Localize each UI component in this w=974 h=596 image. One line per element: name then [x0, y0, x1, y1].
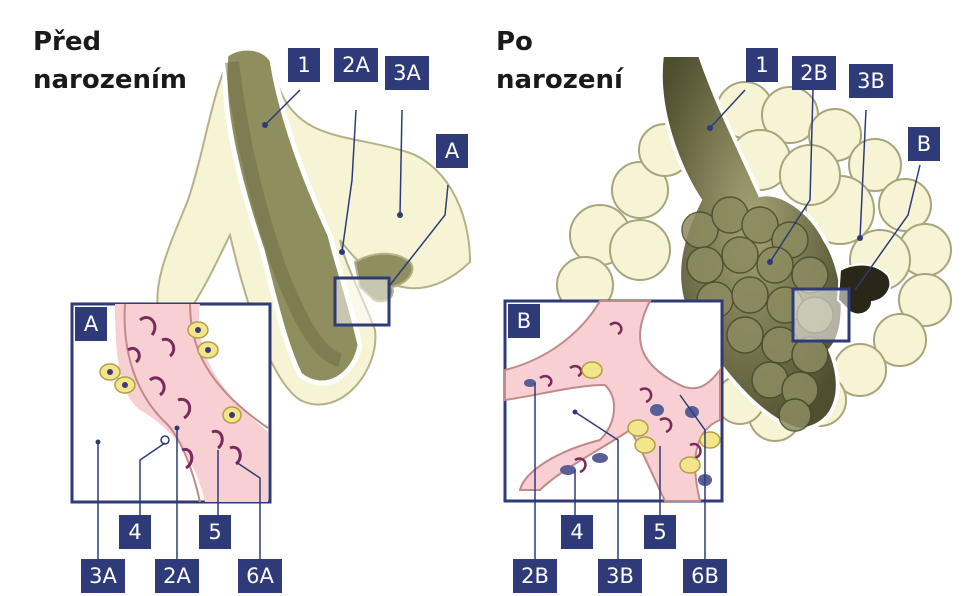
title-before-line2: narozením	[33, 62, 187, 99]
label-2b-bottom: 2B	[513, 559, 557, 593]
label-3b-bottom: 3B	[598, 559, 642, 593]
inset-b-tag: B	[508, 304, 540, 338]
label-6b: 6B	[683, 559, 727, 593]
zoom-box-a	[335, 278, 389, 325]
label-3a-top: 3A	[385, 56, 429, 90]
label-2b-top: 2B	[792, 56, 836, 90]
label-4-before: 4	[119, 515, 151, 549]
lung-before-birth	[72, 48, 470, 560]
label-4-after: 4	[561, 515, 593, 549]
label-b: B	[908, 127, 940, 161]
label-2a-bottom: 2A	[155, 559, 199, 593]
title-after-line1: Po	[496, 24, 533, 61]
label-3a-bottom: 3A	[81, 559, 125, 593]
label-5-after: 5	[644, 515, 676, 549]
title-after-line2: narození	[496, 62, 623, 99]
label-1-after: 1	[746, 48, 778, 82]
zoom-box-b	[793, 289, 849, 341]
label-5-before: 5	[199, 515, 231, 549]
label-a: A	[436, 134, 468, 168]
lung-after-birth	[505, 55, 951, 560]
label-6a: 6A	[238, 559, 282, 593]
label-1-before: 1	[288, 48, 320, 82]
label-2a-top: 2A	[334, 48, 378, 82]
label-3b-top: 3B	[849, 64, 893, 98]
title-before-line1: Před	[33, 24, 101, 61]
inset-a-tag: A	[75, 307, 107, 341]
